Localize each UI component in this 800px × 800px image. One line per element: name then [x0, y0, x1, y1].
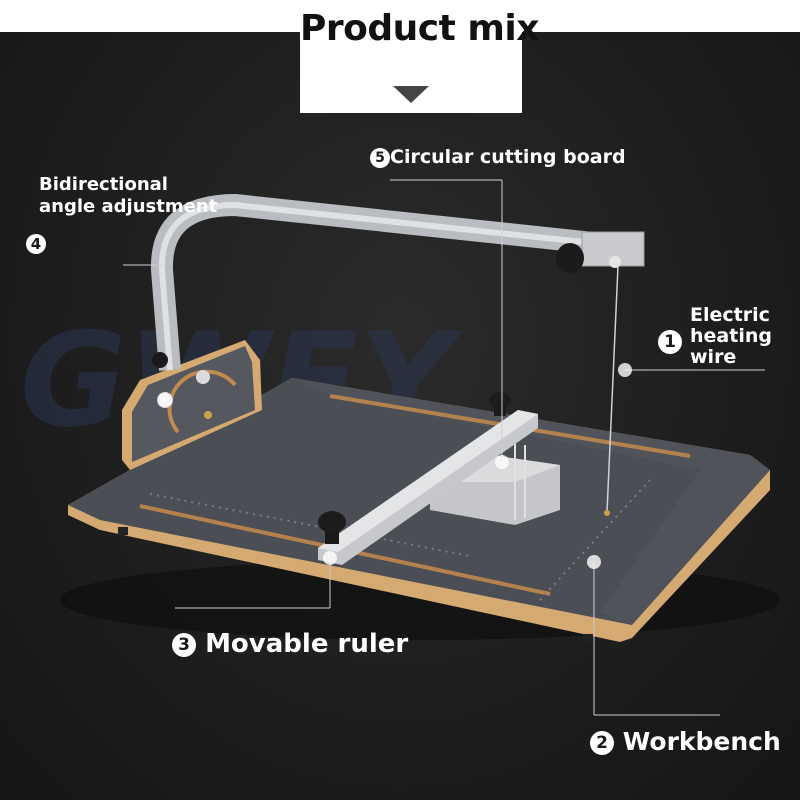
wire-screw	[609, 256, 621, 268]
brass-screw	[204, 411, 212, 419]
clamp-knob	[556, 243, 584, 273]
angle-screw	[196, 370, 210, 384]
down-arrow-icon	[393, 86, 429, 103]
scale-marks	[149, 493, 471, 557]
label-workbench: 2 Workbench	[590, 726, 781, 758]
workbench-highlight	[292, 378, 770, 625]
callout-dot-wire	[618, 363, 632, 377]
angle-arc	[167, 369, 237, 434]
label-angle-adjustment: Bidirectional angle adjustment	[39, 174, 217, 218]
number-badge-2: 2	[590, 731, 614, 755]
number-badge-3: 3	[172, 632, 196, 657]
label-movable-ruler: 3 Movable ruler	[172, 628, 408, 660]
number-badge-5: 5	[370, 147, 390, 168]
number-badge-4: 4	[26, 233, 46, 254]
callout-dot-angle	[158, 393, 172, 407]
label-wire-line3: wire	[690, 346, 737, 368]
label-wire-line2: heating	[690, 325, 772, 347]
page-title: Product mix	[300, 8, 539, 49]
callout-dot-bench	[587, 555, 601, 569]
number-badge-1: 1	[658, 330, 682, 354]
foot-right	[583, 634, 593, 642]
label-wire-line1: Electric	[690, 304, 770, 326]
wire-arm-highlight	[158, 201, 641, 371]
callout-dot-ruler	[323, 551, 337, 565]
label-angle-number: 4	[26, 233, 46, 254]
ruler-knob-back	[489, 392, 511, 408]
header-banner: Product mix	[300, 0, 539, 113]
label-wire-number: 1	[658, 330, 682, 354]
ruler-knob-front	[318, 511, 346, 533]
foot-left	[118, 527, 128, 535]
label-board-text: Circular cutting board	[390, 146, 626, 168]
wire-hole	[604, 510, 610, 516]
heating-wire	[606, 265, 619, 513]
side-knob	[152, 352, 168, 368]
label-ruler-text: Movable ruler	[205, 629, 409, 659]
label-heating-wire: Electric heating wire	[690, 305, 772, 368]
label-angle-line1: Bidirectional	[39, 174, 168, 195]
callout-dot-board	[495, 455, 509, 469]
label-angle-line2: angle adjustment	[39, 196, 218, 217]
label-bench-text: Workbench	[622, 727, 781, 756]
movable-ruler-top	[318, 410, 538, 552]
